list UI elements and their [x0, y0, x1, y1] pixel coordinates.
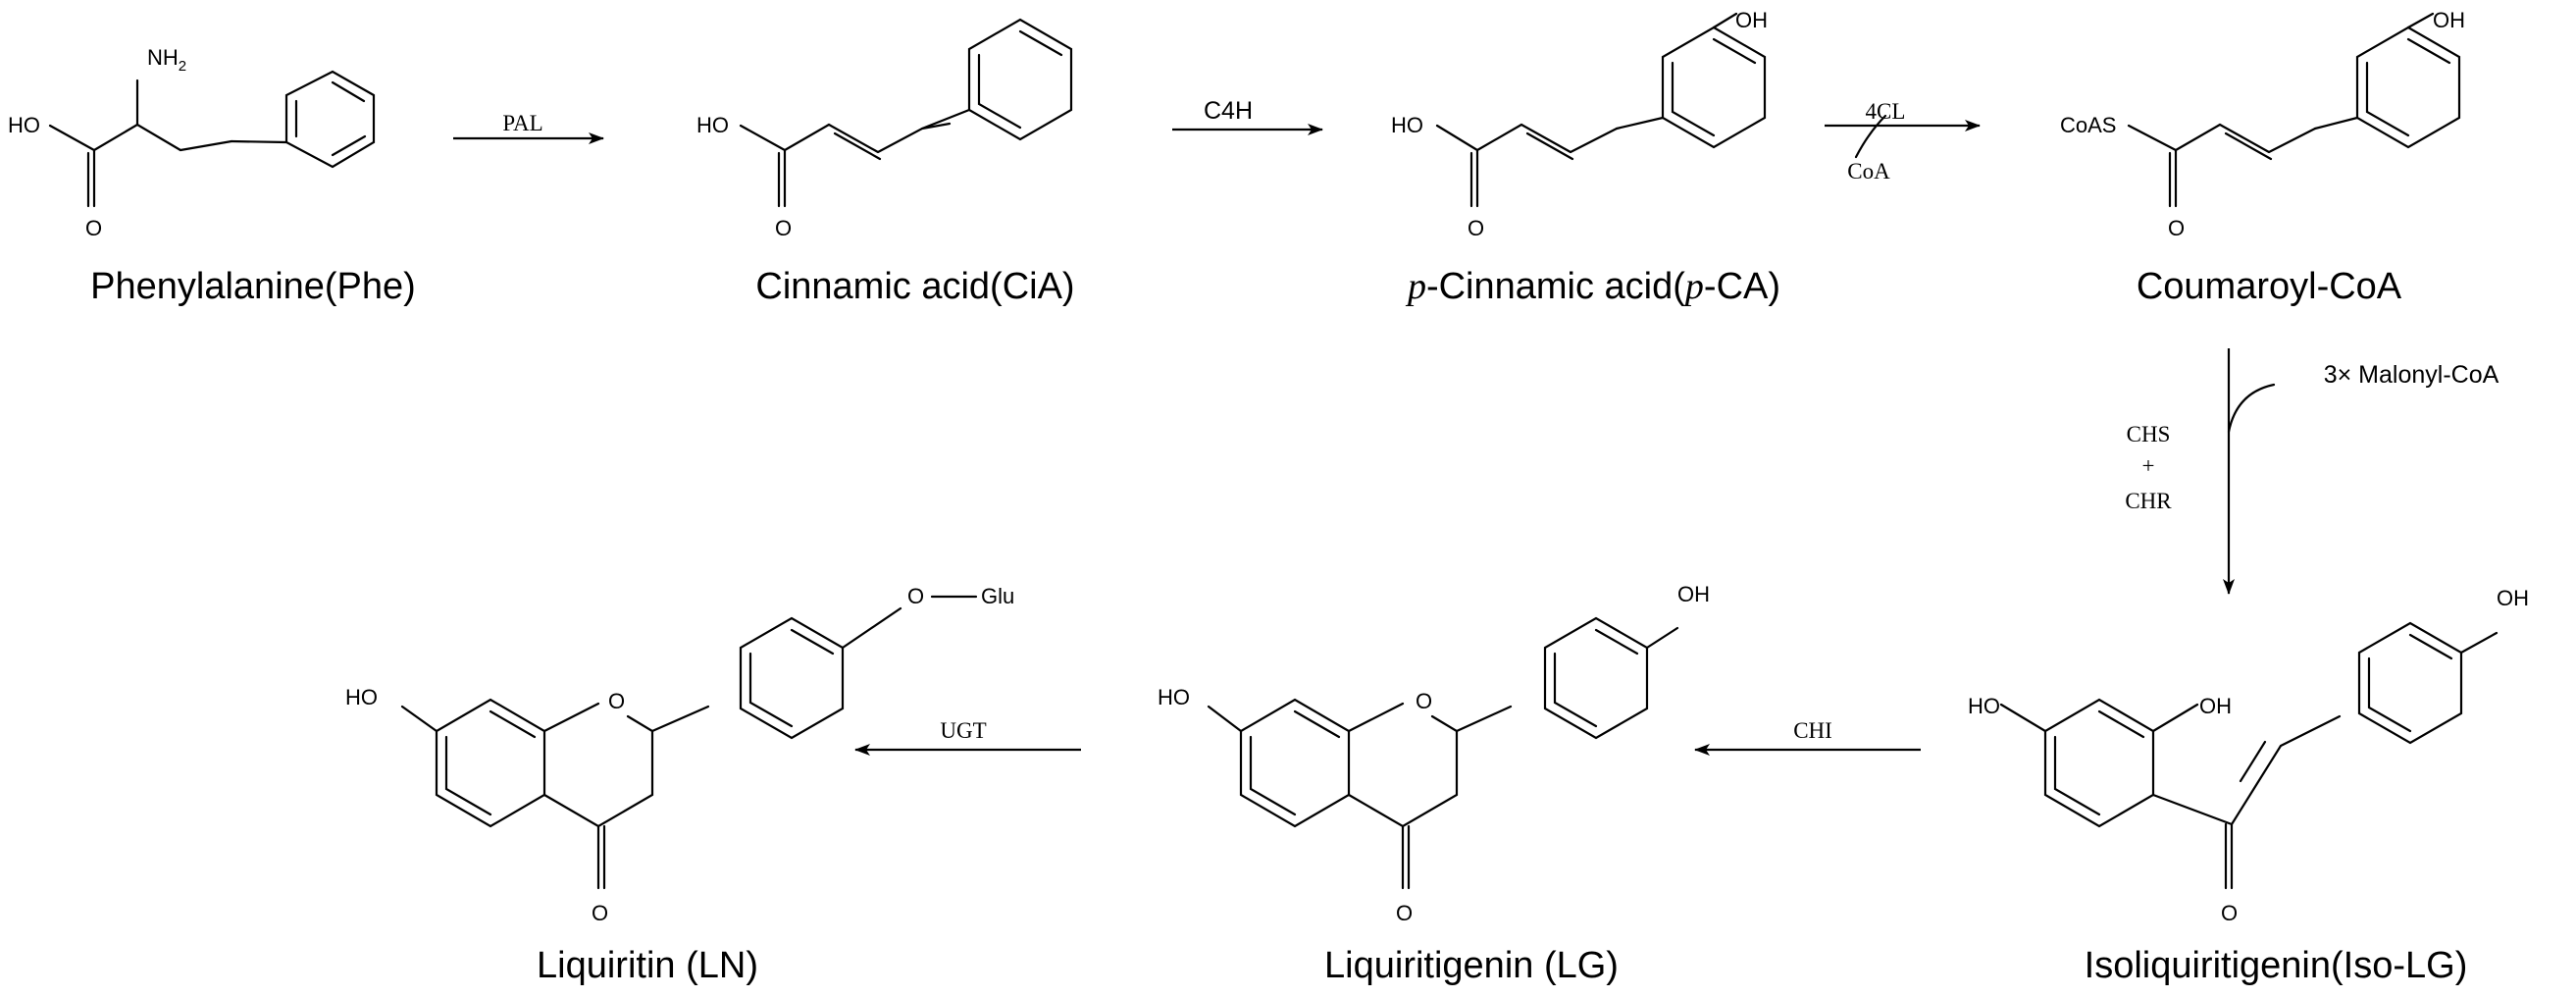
atom-label: Glu: [981, 584, 1014, 608]
cofactor-curve: [1854, 114, 1887, 159]
compound-name-phe: Phenylalanine(Phe): [90, 266, 416, 307]
atom-label: HO: [8, 113, 40, 137]
enzyme-label-chi: CHI: [1793, 718, 1832, 743]
atom-label: O: [608, 689, 625, 713]
compound-name-cia: Cinnamic acid(CiA): [755, 266, 1074, 307]
compound-name-pca: p-Cinnamic acid(p-CA): [1405, 266, 1780, 307]
atom-label: O: [592, 901, 608, 925]
structure-phenylalanine: HO O NH2: [8, 45, 376, 240]
enzyme-label-4cl: 4CL: [1866, 99, 1906, 124]
cofactor-label-coa: CoA: [1847, 159, 1890, 184]
atom-label: HO: [345, 685, 378, 709]
enzyme-label-c4h: C4H: [1204, 97, 1253, 125]
atom-label: O: [85, 216, 102, 240]
structure-p-coumaric-acid: HO O OH: [1391, 8, 1768, 240]
atom-label: HO: [696, 113, 729, 137]
atom-label: OH: [1677, 582, 1710, 606]
atom-label: O: [1416, 689, 1432, 713]
atom-label: HO: [1968, 694, 2000, 718]
plus-sign: +: [2142, 453, 2155, 478]
enzyme-label-chr: CHR: [2125, 489, 2172, 513]
atom-label: OH: [2433, 8, 2465, 32]
compound-name-ln: Liquiritin (LN): [537, 945, 758, 986]
atom-label: OH: [2497, 586, 2529, 610]
compound-name-lg: Liquiritigenin (LG): [1324, 945, 1619, 986]
compound-name-isolg: Isoliquiritigenin(Iso-LG): [2085, 945, 2468, 986]
atom-label: O: [1396, 901, 1413, 925]
atom-label: O: [907, 584, 924, 608]
atom-label: NH2: [147, 45, 186, 75]
cofactor-label-malonyl: 3× Malonyl-CoA: [2324, 361, 2499, 389]
enzyme-label-pal: PAL: [502, 111, 542, 135]
atom-label: O: [2221, 901, 2238, 925]
atom-label: O: [1468, 216, 1484, 240]
structure-isoliquiritigenin: HO OH O OH: [1968, 586, 2529, 925]
atom-label: O: [2168, 216, 2185, 240]
atom-label: OH: [2199, 694, 2232, 718]
structure-liquiritin: HO O O O Glu: [345, 584, 1014, 925]
enzyme-label-chs: CHS: [2127, 422, 2171, 446]
structure-cinnamic-acid: HO O: [696, 18, 1073, 240]
atom-label: CoAS: [2060, 113, 2116, 137]
malonyl-curve: [2227, 383, 2276, 434]
structure-coumaroyl-coa: CoAS O OH: [2060, 8, 2465, 240]
structure-liquiritigenin: HO O O OH: [1158, 582, 1710, 925]
atom-label: OH: [1735, 8, 1768, 32]
compound-name-coumaroyl-coa: Coumaroyl-CoA: [2137, 266, 2402, 307]
enzyme-label-ugt: UGT: [940, 718, 986, 743]
atom-label: HO: [1391, 113, 1423, 137]
atom-label: O: [775, 216, 792, 240]
atom-label: HO: [1158, 685, 1190, 709]
